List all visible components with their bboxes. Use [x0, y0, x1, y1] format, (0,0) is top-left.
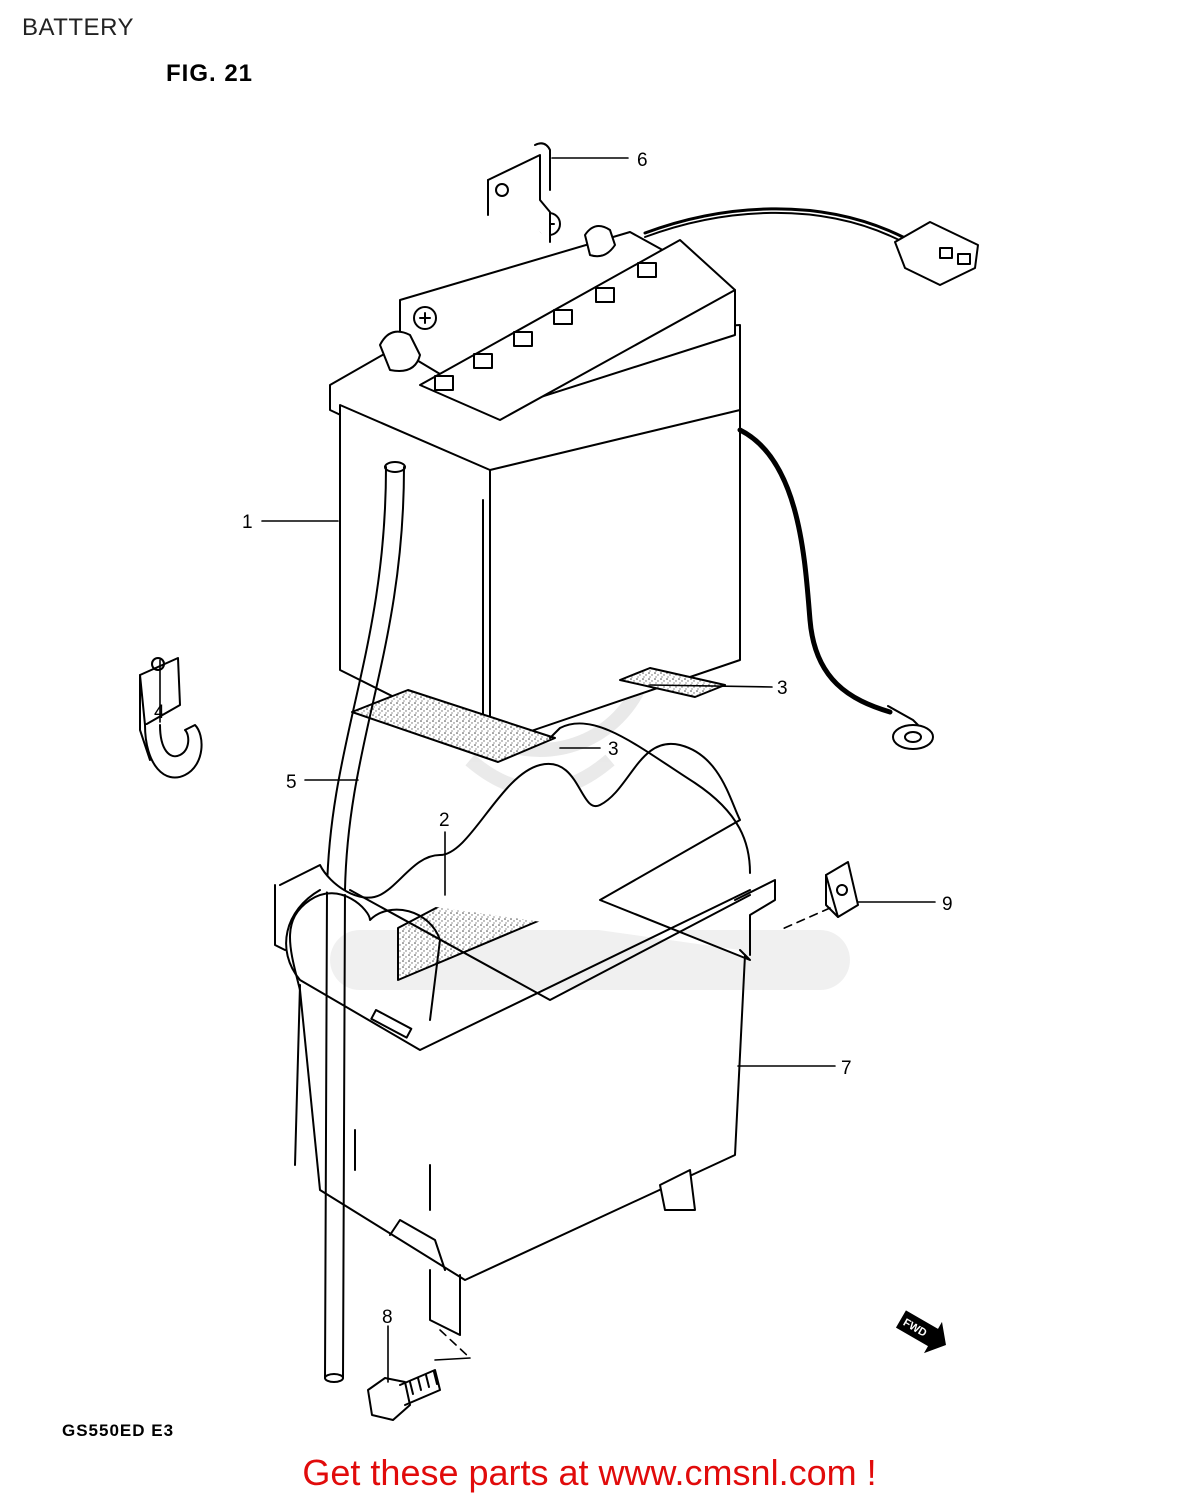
battery-pad-rear: [619, 667, 726, 698]
callout-5: 5: [286, 772, 297, 793]
callout-3-rear: 3: [777, 678, 788, 699]
callout-6: 6: [637, 150, 648, 171]
battery-pad-front: [351, 689, 556, 763]
battery-case: [274, 722, 776, 1336]
mounting-bolt: [367, 1369, 441, 1421]
callout-7: 7: [841, 1058, 852, 1079]
battery-body: [329, 212, 741, 746]
clip-nut: [825, 861, 859, 918]
cable-clamp: [139, 657, 203, 779]
leader-lines: [159, 157, 936, 1383]
alignment-lines: [439, 907, 831, 1359]
terminal-bracket: [487, 142, 551, 243]
page-title: BATTERY: [22, 14, 134, 41]
model-code: GS550ED E3: [62, 1421, 175, 1440]
figure-label: FIG. 21: [166, 60, 254, 87]
callout-9: 9: [942, 894, 953, 915]
callout-1: 1: [242, 512, 253, 533]
callout-3-front: 3: [608, 739, 619, 760]
callout-2: 2: [439, 810, 450, 831]
breather-tube: [324, 461, 406, 1383]
parts-link-text[interactable]: Get these parts at www.cmsnl.com !: [302, 1452, 877, 1493]
ground-cable: [737, 427, 934, 750]
lead-wire: [643, 207, 979, 286]
callout-8: 8: [382, 1307, 393, 1328]
callout-4: 4: [154, 702, 165, 723]
forward-arrow-icon: FWD: [895, 1310, 946, 1354]
